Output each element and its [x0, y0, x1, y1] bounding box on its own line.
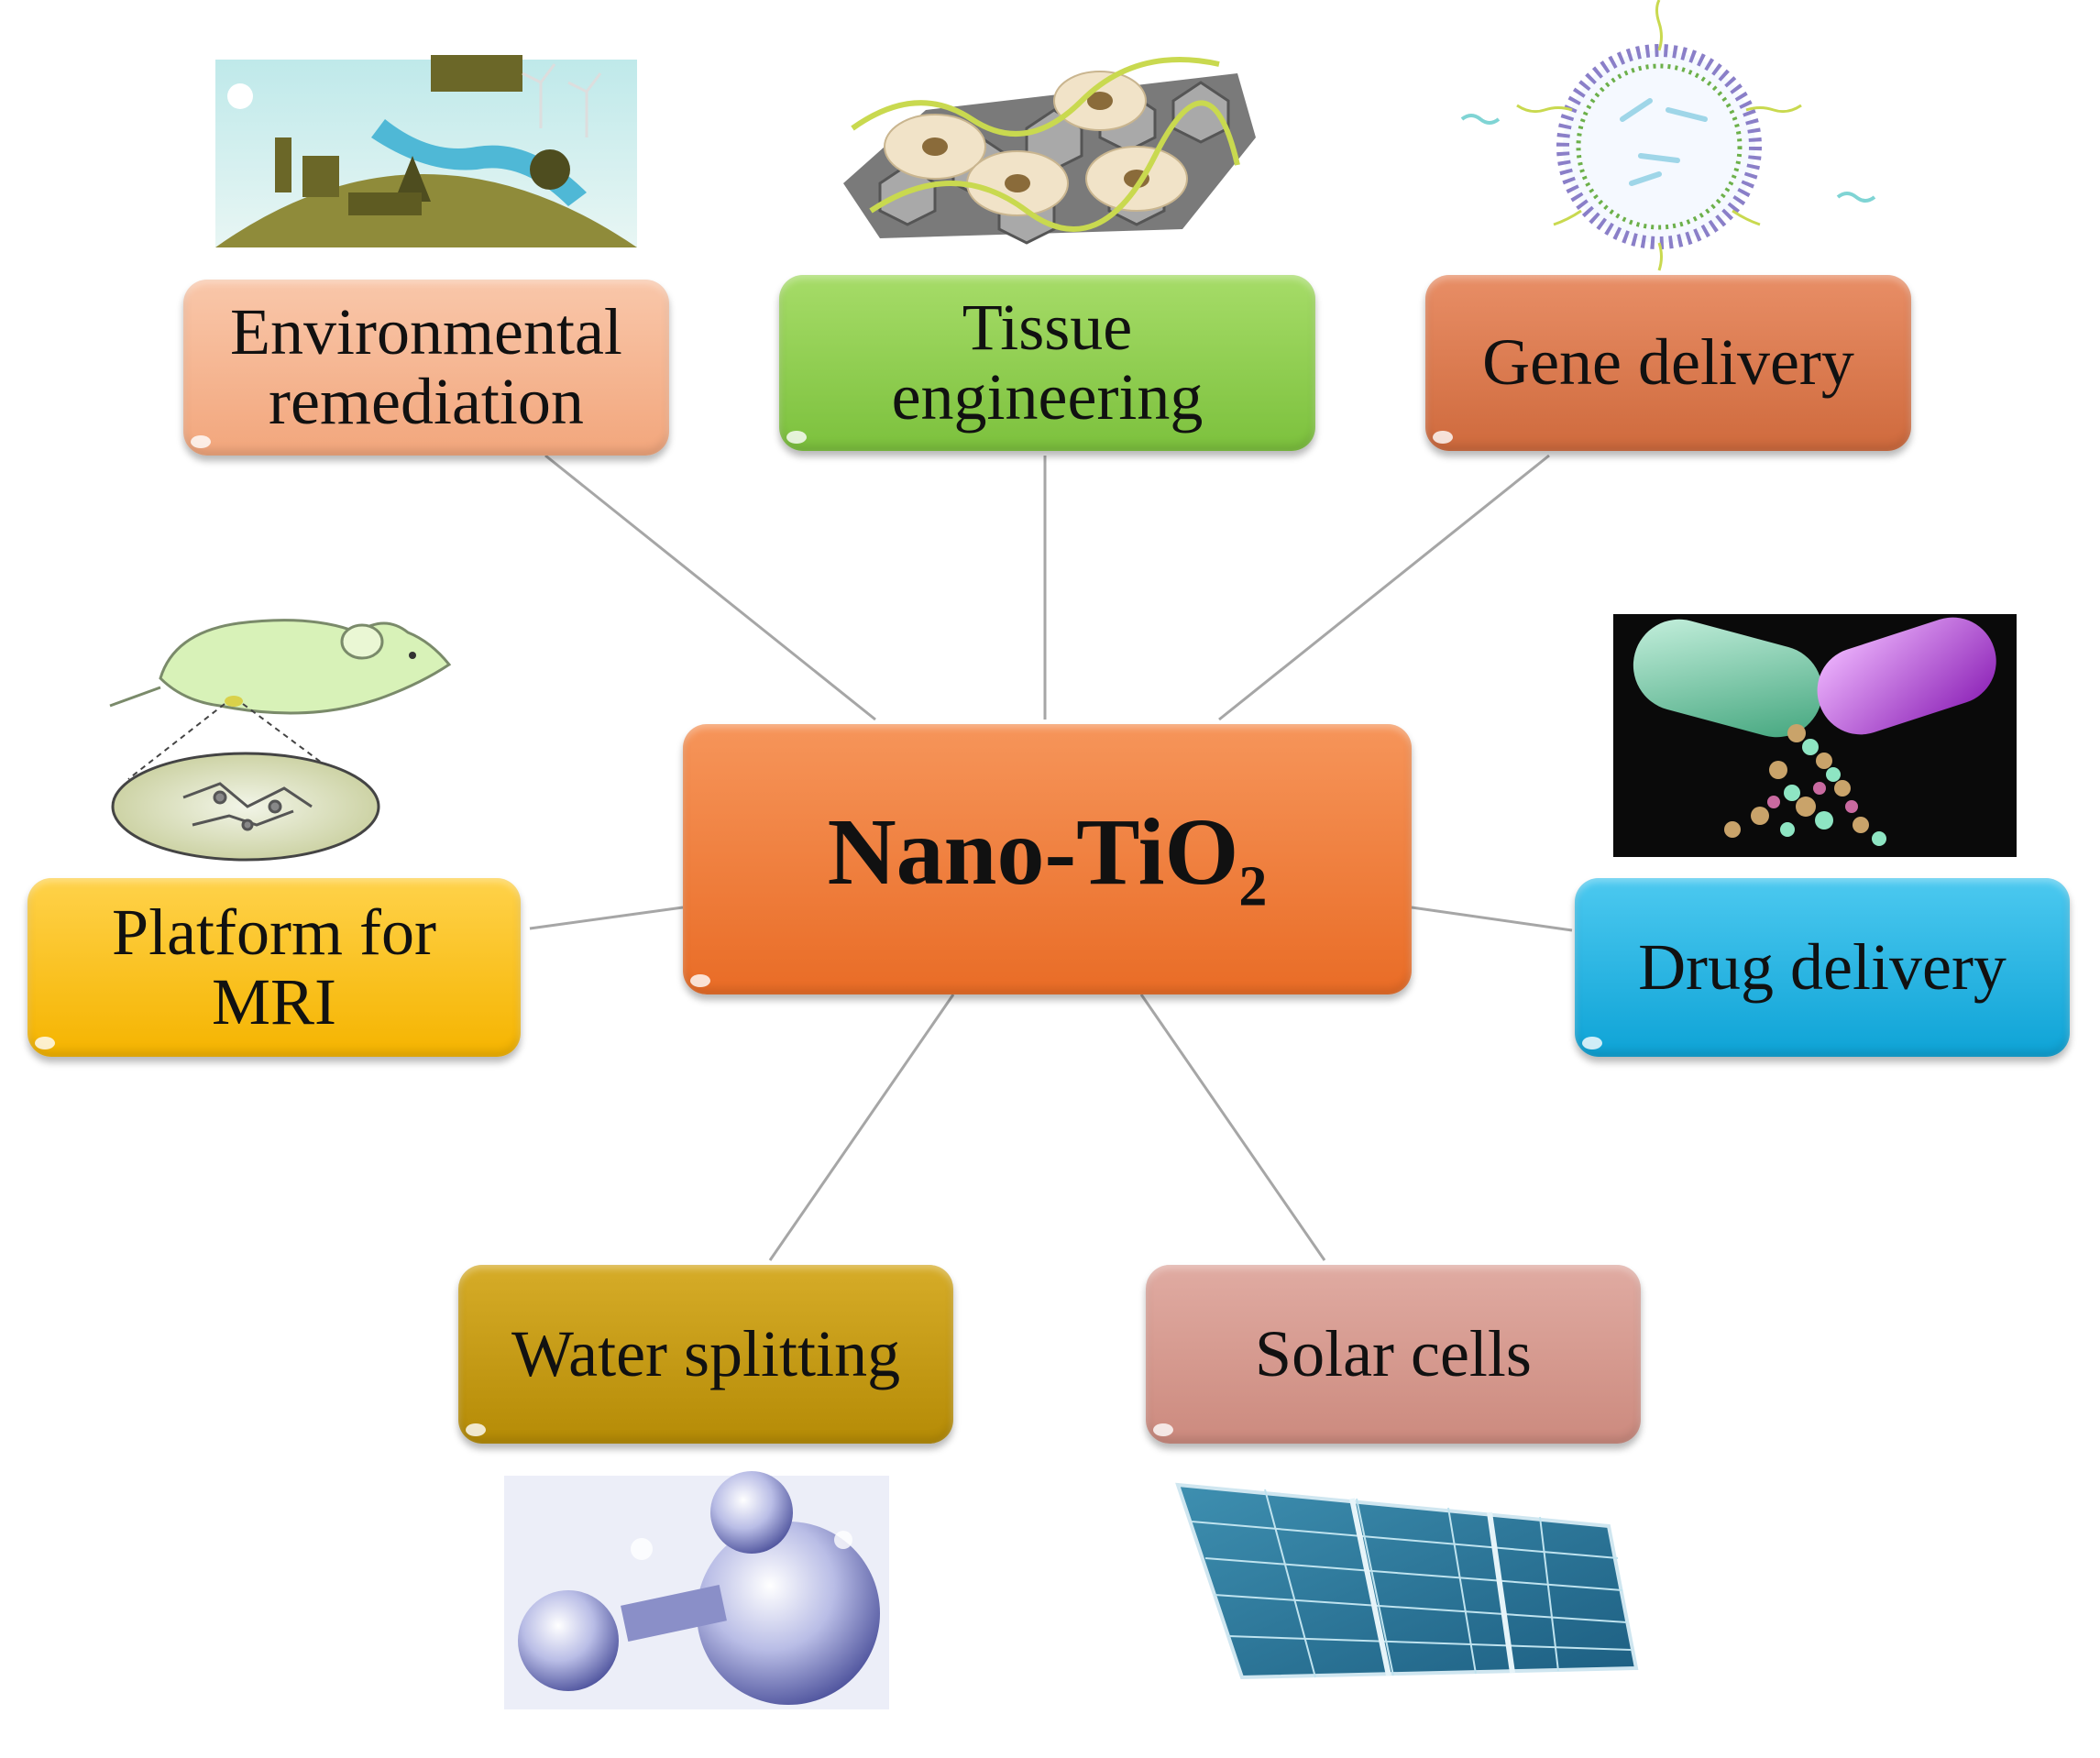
node-label: Solar cells: [1255, 1316, 1532, 1390]
capsule-illustration: [1613, 614, 2017, 857]
water-molecule-illustration: [504, 1471, 889, 1709]
node-center-nano-tio2: Nano-TiO2: [683, 724, 1412, 994]
liposome-illustration: [1460, 0, 1876, 271]
mouse-mri-illustration: [109, 619, 452, 862]
node-label: Environmental remediation: [230, 295, 622, 438]
connector-gene: [1218, 454, 1550, 721]
node-label: Water splitting: [511, 1316, 901, 1390]
node-environmental-remediation: Environmental remediation: [183, 280, 669, 456]
cell-scaffold-illustration: [843, 57, 1256, 245]
node-label: Platform for MRI: [112, 895, 436, 1038]
connectors: [529, 454, 1573, 1261]
green-earth-illustration: [215, 55, 637, 247]
connector-mri: [529, 906, 684, 930]
connector-solar: [1139, 994, 1326, 1261]
connector-water: [768, 994, 955, 1261]
center-label: Nano-TiO2: [828, 802, 1268, 917]
node-label: Tissue engineering: [891, 291, 1204, 434]
node-water-splitting: Water splitting: [458, 1265, 953, 1444]
node-label: Gene delivery: [1482, 325, 1854, 400]
solar-panel-illustration: [1175, 1482, 1639, 1680]
node-solar-cells: Solar cells: [1146, 1265, 1641, 1444]
node-label: Drug delivery: [1638, 929, 2007, 1004]
center-label-subscript: 2: [1238, 855, 1268, 918]
node-tissue-engineering: Tissue engineering: [779, 275, 1315, 451]
connector-drug: [1411, 906, 1573, 932]
node-drug-delivery: Drug delivery: [1575, 878, 2070, 1057]
node-gene-delivery: Gene delivery: [1425, 275, 1911, 451]
center-label-main: Nano-TiO: [827, 798, 1239, 905]
node-platform-for-mri: Platform for MRI: [27, 878, 521, 1057]
connector-env: [544, 454, 876, 721]
